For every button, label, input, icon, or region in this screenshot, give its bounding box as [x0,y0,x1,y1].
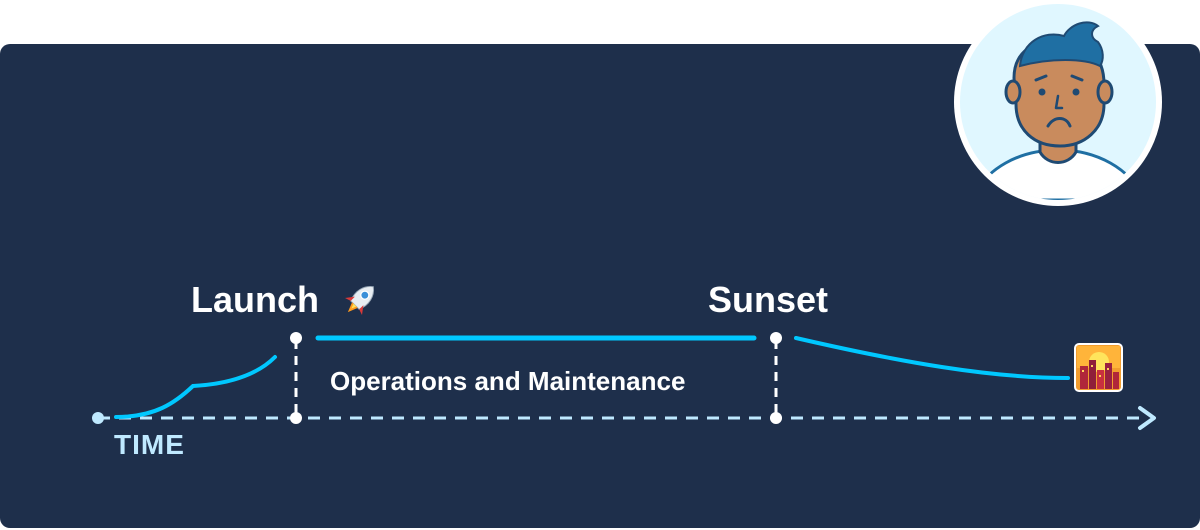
sunset-city-icon [1074,343,1123,392]
post-sunset-curve [794,336,1070,380]
launch-marker-bottom-dot [290,412,302,424]
sunset-marker-bottom-dot [770,412,782,424]
worried-person-icon [954,0,1162,206]
launch-marker-top-dot [290,332,302,344]
time-axis-arrowhead-icon [1138,406,1156,430]
sunset-marker-top-dot [770,332,782,344]
rocket-icon [345,285,375,315]
time-axis-origin-dot [92,412,104,424]
launch-label: Launch [191,279,320,320]
sunset-label: Sunset [708,279,829,320]
pre-launch-curve [114,355,277,419]
time-axis-label: TIME [114,429,185,460]
operations-phase-label: Operations and Maintenance [330,366,686,396]
